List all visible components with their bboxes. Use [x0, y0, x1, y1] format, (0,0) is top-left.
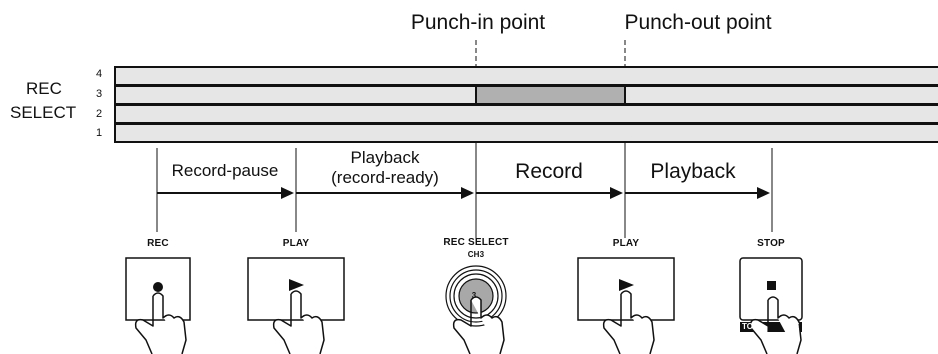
- rec-select-button-label: REC SELECT: [443, 237, 509, 248]
- stop-shift-bar: [740, 322, 802, 332]
- record-dot-icon: [153, 282, 163, 292]
- track-number-4: 4: [96, 68, 103, 80]
- segment-playback: Playback: [650, 160, 736, 183]
- stop-shift-text-right: E: [794, 322, 800, 331]
- track-1: [114, 123, 938, 143]
- segment-playback-ready-line1: Playback: [350, 148, 420, 167]
- punch-out-label: Punch-out point: [624, 11, 772, 34]
- track-number-3: 3: [96, 88, 103, 100]
- rec-select-label-line2: SELECT: [10, 103, 77, 122]
- hand-icon: [272, 290, 325, 354]
- rec-button[interactable]: [125, 257, 191, 321]
- play-icon: [289, 279, 304, 291]
- rec-select-knob-number: 3: [471, 291, 477, 300]
- stop-button[interactable]: [739, 257, 803, 332]
- play-button-2-label: PLAY: [612, 238, 640, 249]
- play-button-2[interactable]: [577, 257, 675, 321]
- play-icon: [619, 279, 634, 291]
- hand-icon: [602, 290, 655, 354]
- track-number-2: 2: [96, 108, 103, 120]
- track-lanes: [114, 66, 938, 143]
- play-button-1[interactable]: [247, 257, 345, 321]
- play-button-1-label: PLAY: [282, 238, 310, 249]
- segment-arrows: [157, 187, 770, 199]
- rec-select-sublabel: CH3: [467, 250, 485, 259]
- stop-shift-text-left: TO: [742, 322, 753, 331]
- hand-icon: [452, 296, 505, 354]
- track-number-1: 1: [96, 127, 103, 139]
- stop-square-icon: [767, 281, 776, 290]
- stop-button-label: STOP: [757, 238, 785, 249]
- segment-record-pause: Record-pause: [171, 161, 279, 180]
- hand-icons: [134, 290, 802, 354]
- rec-select-knob[interactable]: [445, 265, 507, 327]
- rec-select-label-line1: REC: [26, 79, 62, 98]
- hand-icon: [134, 292, 187, 354]
- punch-region: [475, 85, 626, 105]
- hand-icon: [749, 296, 802, 354]
- rec-button-label: REC: [147, 238, 169, 249]
- segment-playback-ready-line2: (record-ready): [331, 168, 439, 187]
- punch-in-label: Punch-in point: [410, 11, 546, 34]
- track-4: [114, 66, 938, 86]
- track-2: [114, 104, 938, 124]
- segment-record: Record: [515, 160, 583, 183]
